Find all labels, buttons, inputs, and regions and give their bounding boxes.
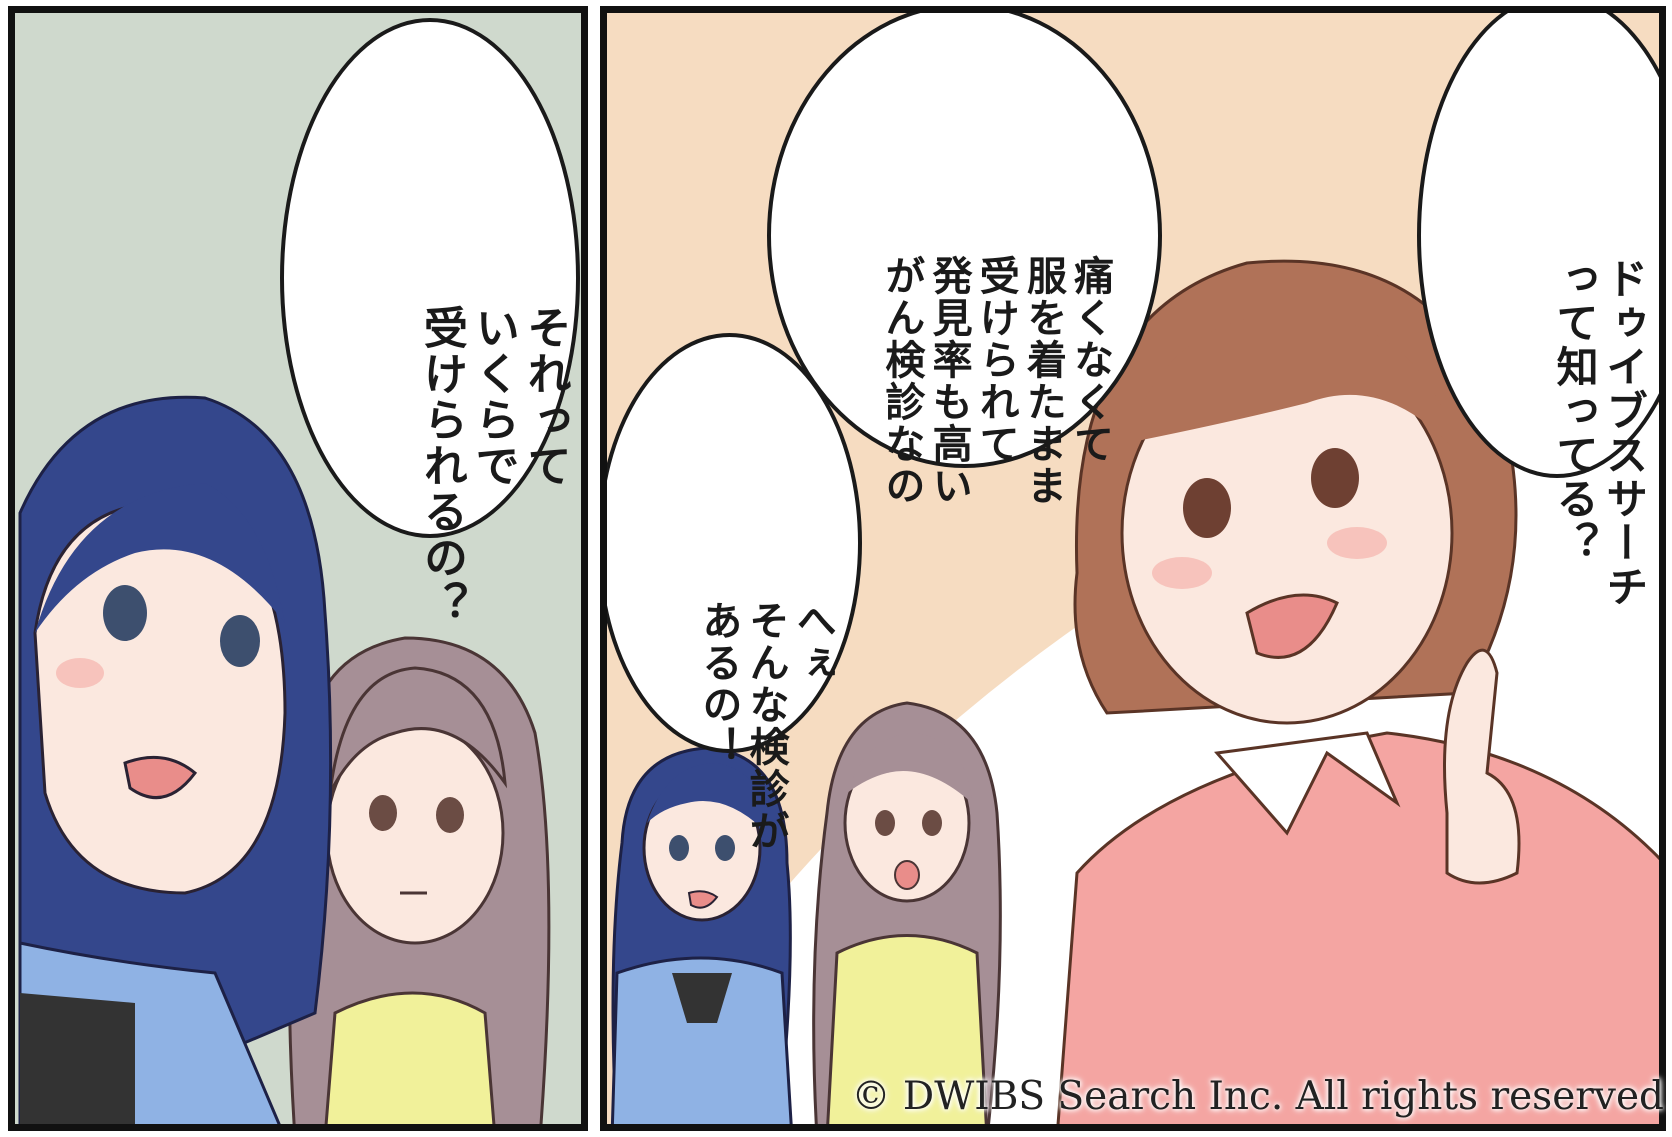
woman-blue-hair-small	[610, 746, 793, 1124]
speech-bubble	[607, 333, 862, 753]
speech-line: いくらで	[467, 305, 519, 489]
panel-right-illustration	[610, 259, 1659, 1124]
speech-line: 受けられて	[972, 255, 1019, 465]
copyright-notice: © DWIBS Search Inc. All rights reserved	[851, 1074, 1664, 1119]
speech-line: 服を着たまま	[1019, 255, 1066, 507]
comic-panel-left: それって いくらで 受けられるの？	[8, 6, 588, 1131]
speech-text: それって いくらで 受けられるの？	[363, 93, 581, 627]
speech-line: って知ってる？	[1550, 257, 1600, 565]
speech-line: ドゥイブスサーチ	[1599, 257, 1649, 609]
speech-text: ドゥイブスサーチ って知ってる？	[1500, 53, 1659, 609]
speech-line: がん検診なの	[878, 255, 925, 507]
speech-line: へぇ	[789, 600, 836, 684]
speech-line: そんな検診が	[742, 600, 789, 852]
speech-bubble	[767, 13, 1162, 468]
speech-bubble	[280, 18, 580, 538]
woman-purple-hair-small	[812, 701, 1002, 1124]
woman-blue-hair	[18, 395, 333, 1124]
woman-brown-hair	[1056, 259, 1659, 1124]
speech-line: 受けられるの？	[415, 305, 467, 627]
speech-line: あるの！	[695, 600, 742, 768]
panel-left-illustration	[18, 395, 551, 1124]
speech-line: 痛くなくて	[1067, 255, 1114, 465]
speech-line: それって	[519, 305, 571, 489]
speech-line: 発見率も高い	[925, 255, 972, 507]
comic-panel-right: ドゥイブスサーチ って知ってる？ 痛くなくて 服を着たまま 受けられて 発見率も…	[600, 6, 1666, 1131]
woman-purple-hair	[287, 636, 551, 1124]
speech-bubble	[1417, 13, 1659, 478]
speech-text: へぇ そんな検診が あるの！	[647, 408, 883, 852]
speech-text: 痛くなくて 服を着たまま 受けられて 発見率も高い がん検診なの	[830, 63, 1160, 507]
